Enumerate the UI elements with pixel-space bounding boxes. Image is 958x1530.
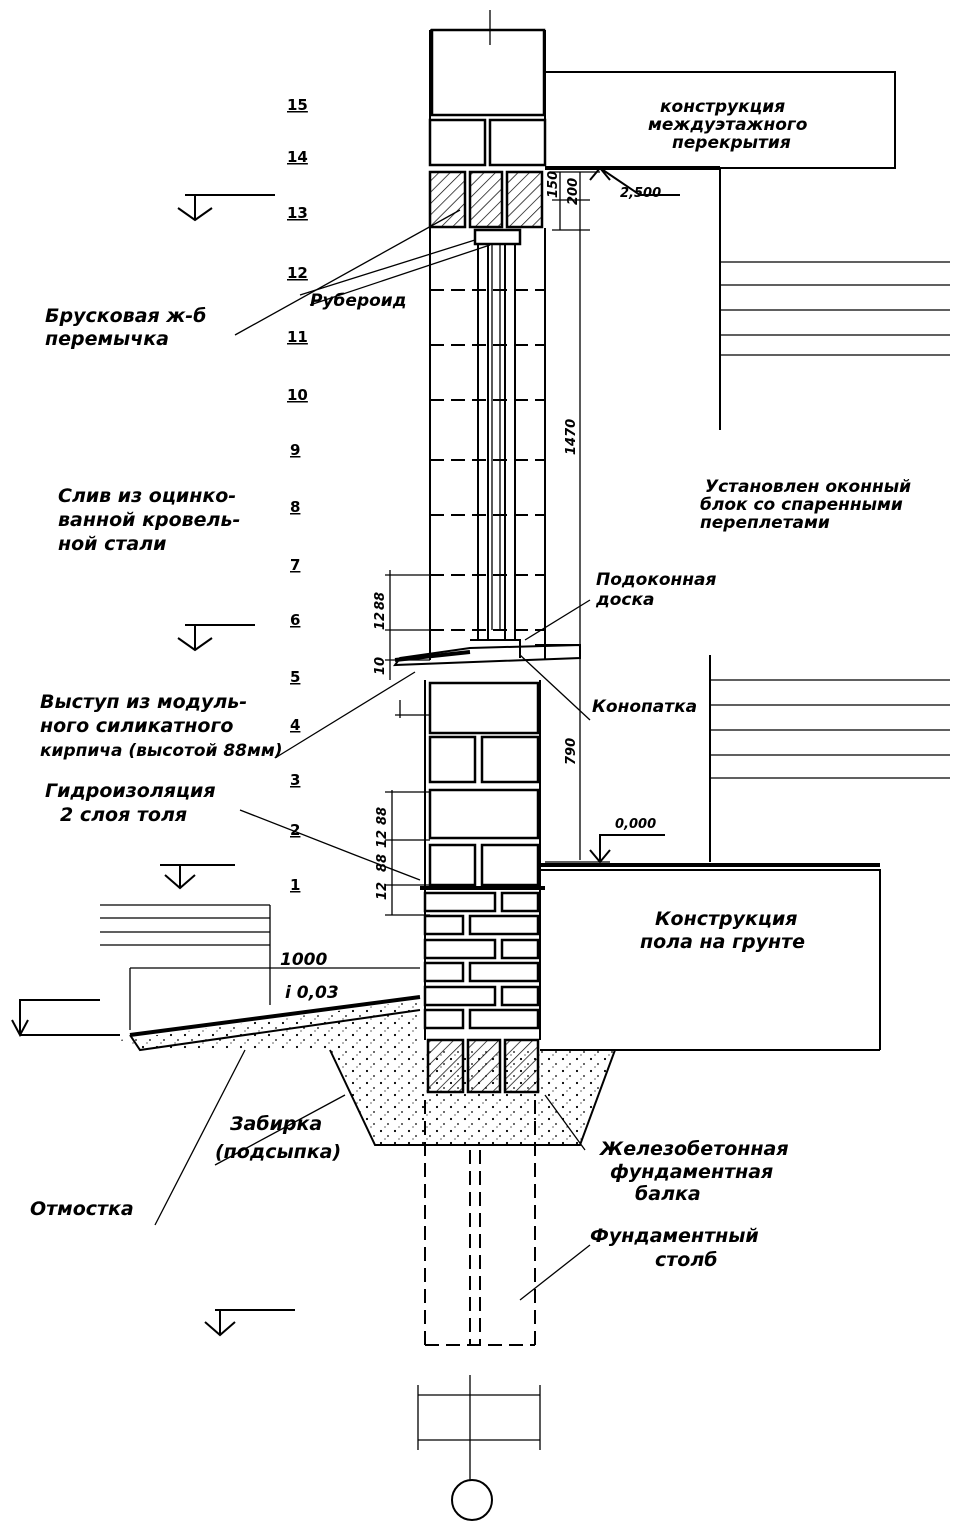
footing-beam-label-1: Железобетонная bbox=[598, 1138, 789, 1160]
dim-12-c: 12 bbox=[375, 882, 390, 900]
lintel-label-1: Брусковая ж-б bbox=[45, 305, 206, 327]
dim-12-a: 12 bbox=[373, 612, 388, 630]
course-number-13: 13 bbox=[287, 204, 308, 222]
floor-ground-label-2: пола на грунте bbox=[640, 931, 805, 953]
floor-ground-label-1: Конструкция bbox=[655, 908, 797, 930]
window-block-label-2: блок со спаренными bbox=[700, 495, 903, 515]
ruberoid-label: Рубероид bbox=[310, 291, 406, 311]
axis-marker bbox=[451, 1479, 493, 1521]
course-number-10: 10 bbox=[287, 386, 308, 404]
drip-label-2: ванной кровель- bbox=[58, 509, 240, 531]
ledge-label-2: ного силикатного bbox=[40, 715, 233, 737]
dim-88-b: 88 bbox=[375, 807, 390, 825]
footing-column-label-1: Фундаментный bbox=[590, 1225, 759, 1247]
dim-1470: 1470 bbox=[564, 419, 579, 455]
width-1000: 1000 bbox=[280, 950, 327, 970]
brick-wall bbox=[420, 28, 547, 1040]
course-number-2: 2 bbox=[290, 821, 300, 839]
course-number-7: 7 bbox=[290, 556, 300, 574]
leader-lines bbox=[154, 209, 591, 1301]
dim-790: 790 bbox=[564, 738, 579, 765]
foundation bbox=[20, 995, 880, 1346]
course-number-4: 4 bbox=[290, 716, 300, 734]
course-number-15: 15 bbox=[287, 96, 308, 114]
floor-on-ground bbox=[540, 655, 950, 1050]
slope-label: i 0,03 bbox=[285, 983, 339, 1003]
window-block-label-1: Установлен оконный bbox=[705, 477, 911, 497]
course-number-1: 1 bbox=[290, 876, 300, 894]
course-number-12: 12 bbox=[287, 264, 308, 282]
waterproofing-label-2: 2 слоя толя bbox=[60, 804, 187, 826]
footing-beam-label-3: балка bbox=[635, 1183, 701, 1205]
course-number-6: 6 bbox=[290, 611, 300, 629]
footing-beam-label-2: фундаментная bbox=[610, 1161, 773, 1183]
course-number-3: 3 bbox=[290, 771, 300, 789]
floor-slab-label-3: перекрытия bbox=[672, 133, 791, 153]
waterproofing-label-1: Гидроизоляция bbox=[45, 780, 216, 802]
floor-slab-label-1: конструкция bbox=[660, 97, 785, 117]
dim-88-c: 88 bbox=[375, 854, 390, 872]
sill-board-label-2: доска bbox=[595, 590, 655, 610]
course-number-9: 9 bbox=[290, 441, 300, 459]
drip-label-3: ной стали bbox=[58, 533, 166, 555]
sill-board-label-1: Подоконная bbox=[596, 570, 716, 590]
dim-12-b: 12 bbox=[375, 830, 390, 848]
dim-10: 10 bbox=[373, 657, 388, 675]
course-number-14: 14 bbox=[287, 148, 308, 166]
level-markers bbox=[11, 166, 680, 1337]
caulk-label: Конопатка bbox=[592, 697, 697, 717]
dimension-lines bbox=[129, 10, 610, 1521]
footing-column-label-2: столб bbox=[655, 1249, 718, 1271]
window-block-label-3: переплетами bbox=[700, 513, 830, 533]
mark-zero: 0,000 bbox=[615, 817, 656, 832]
drip-label-1: Слив из оцинко- bbox=[58, 485, 236, 507]
backfill-label-1: Забирка bbox=[229, 1113, 322, 1135]
course-number-5: 5 bbox=[290, 668, 300, 686]
ledge-label-3: кирпича (высотой 88мм) bbox=[40, 741, 283, 761]
dim-150: 150 bbox=[546, 171, 561, 198]
course-number-11: 11 bbox=[287, 328, 308, 346]
dim-200: 200 bbox=[566, 178, 581, 205]
floor-slab-upper bbox=[545, 71, 950, 430]
window-sill bbox=[393, 639, 581, 667]
ledge-label-1: Выступ из модуль- bbox=[40, 691, 247, 713]
lintel-label-2: перемычка bbox=[45, 328, 169, 350]
backfill-label-2: (подсыпка) bbox=[215, 1141, 341, 1163]
mark-top: 2,500 bbox=[620, 186, 661, 201]
floor-slab-label-2: междуэтажного bbox=[648, 115, 808, 135]
dim-88-a: 88 bbox=[373, 592, 388, 610]
blind-area-label: Отмостка bbox=[30, 1198, 134, 1220]
course-number-8: 8 bbox=[290, 498, 300, 516]
